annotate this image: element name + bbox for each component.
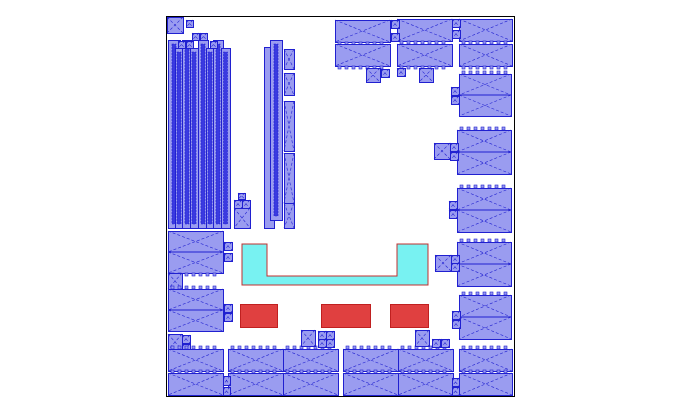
macro-cell — [283, 152, 295, 204]
macro-cell — [450, 95, 460, 105]
macro-cell — [451, 29, 461, 39]
macro-cell — [167, 345, 224, 372]
macro-cell — [227, 369, 284, 396]
macro-cell — [233, 199, 243, 209]
macro-cell — [270, 40, 283, 221]
macro-cell — [451, 377, 460, 387]
macro-cell — [300, 329, 316, 347]
macro-cell — [456, 184, 512, 233]
macro-cell — [167, 230, 224, 277]
macro-cell — [222, 375, 231, 386]
macro-cell — [237, 192, 246, 200]
macro-cell — [241, 199, 251, 209]
macro-cell — [209, 40, 218, 49]
macro-cell — [185, 40, 194, 49]
macro-cell — [396, 67, 406, 77]
macro-cell — [458, 369, 513, 396]
macro-cell — [458, 291, 512, 340]
macro-cell — [456, 238, 512, 287]
macro-cell — [365, 67, 381, 83]
macro-cell — [334, 19, 391, 46]
macro-cells — [166, 16, 513, 396]
macro-cell — [177, 40, 186, 49]
macro-cell — [448, 200, 458, 210]
macro-cell — [283, 100, 295, 152]
macro-cell — [449, 151, 459, 161]
macro-cell — [325, 330, 335, 340]
macro-cell — [449, 142, 459, 152]
macro-cell — [451, 386, 460, 396]
macro-cell — [223, 303, 233, 313]
blockage-region — [390, 304, 429, 328]
macro-cell — [451, 310, 461, 320]
blockage-region — [321, 304, 371, 328]
macro-cell — [434, 254, 452, 272]
macro-cell — [185, 19, 194, 28]
macro-cell — [458, 18, 513, 45]
macro-cell — [223, 252, 233, 262]
macro-cell — [458, 345, 513, 372]
macro-cell — [166, 16, 184, 34]
macro-cell — [283, 48, 295, 70]
macro-cell — [440, 338, 450, 348]
macro-cell — [199, 32, 208, 41]
macro-cell — [334, 43, 391, 70]
blockage-region — [240, 304, 278, 328]
macro-cell — [317, 338, 327, 348]
placement-region — [241, 243, 429, 286]
macro-cell — [283, 72, 295, 96]
macro-cell — [380, 68, 390, 78]
macro-cell — [390, 32, 400, 42]
macro-cell — [458, 70, 512, 117]
macro-cell — [450, 262, 460, 272]
macro-cell — [397, 345, 454, 372]
macro-cell — [458, 43, 513, 70]
macro-cell — [325, 338, 335, 348]
macro-cell — [283, 202, 295, 229]
macro-cell — [223, 312, 233, 322]
macro-cell — [448, 209, 458, 219]
macro-cell — [342, 369, 399, 396]
macro-cell — [450, 254, 460, 264]
macro-cell — [167, 369, 224, 396]
macro-cell — [433, 142, 451, 160]
macro-cell — [342, 345, 399, 372]
macro-cell — [396, 43, 453, 70]
macro-cell — [414, 329, 430, 347]
macro-cell — [223, 241, 233, 251]
macro-cell — [221, 48, 231, 229]
macro-cell — [167, 285, 224, 332]
macro-cell — [227, 345, 284, 372]
macro-cell — [451, 18, 461, 28]
macro-cell — [451, 319, 461, 329]
placement-blockages — [240, 304, 429, 328]
macro-cell — [397, 369, 454, 396]
macro-cell — [233, 207, 251, 229]
macro-cell — [450, 86, 460, 96]
macro-cell — [317, 330, 327, 340]
macro-cell — [282, 345, 339, 372]
macro-cell — [396, 18, 453, 45]
macro-cell — [190, 48, 199, 229]
macro-cell — [431, 338, 441, 348]
macro-cell — [282, 369, 339, 396]
macro-cell — [222, 386, 231, 396]
macro-cell — [390, 19, 400, 29]
macro-cell — [418, 67, 434, 83]
macro-cell — [456, 126, 512, 175]
macro-cell — [191, 32, 200, 41]
macro-cell — [181, 334, 191, 344]
